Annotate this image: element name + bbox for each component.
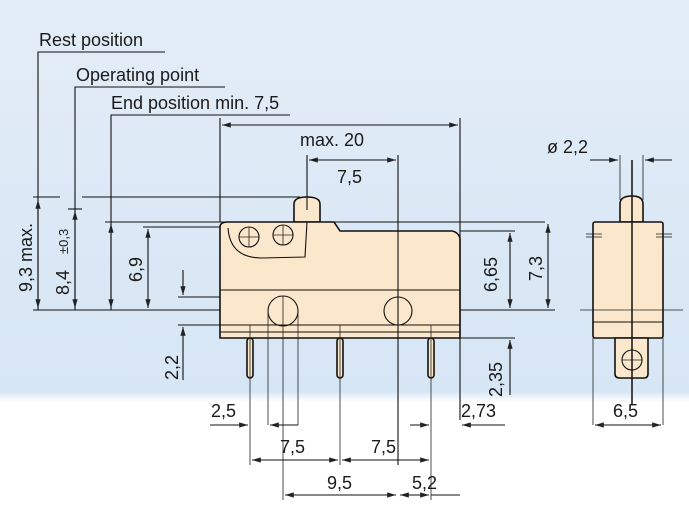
label-end-position: End position min. 7,5 (111, 93, 279, 113)
dim-diameter: ø 2,2 (547, 137, 588, 157)
side-view (580, 160, 683, 405)
dim-pin-pitch-1: 7,5 (280, 437, 305, 457)
screw-hole-left (238, 226, 260, 248)
dim-overall-height-right: 7,3 (526, 256, 546, 281)
dim-hole-pitch: 9,5 (327, 473, 352, 493)
dim-rest-height: 9,3 max. (16, 223, 36, 292)
dim-body-height-right: 6,65 (481, 257, 501, 292)
dim-max-length: max. 20 (300, 130, 364, 150)
dim-pin-to-hole: 2,5 (211, 401, 236, 421)
dim-actuator-offset: 7,5 (337, 167, 362, 187)
dim-pin-offset-bottom: 2,35 (486, 362, 506, 397)
dim-right-offset: 2,73 (461, 401, 496, 421)
screw-hole-right (272, 224, 294, 246)
dim-operating-tolerance: ±0,3 (56, 229, 71, 254)
label-rest-position: Rest position (39, 30, 143, 50)
switch-body (219, 221, 461, 339)
dim-hole-spacing-vertical: 2,2 (162, 355, 182, 380)
dim-operating-height: 8,4 (53, 270, 73, 295)
dim-hole-to-pin: 5,2 (412, 473, 437, 493)
dim-side-width: 6,5 (613, 401, 638, 421)
label-operating-point: Operating point (76, 65, 199, 85)
dim-pin-pitch-2: 7,5 (371, 437, 396, 457)
dimension-lines (33, 51, 672, 500)
dim-body-height-left: 6,9 (126, 257, 146, 282)
